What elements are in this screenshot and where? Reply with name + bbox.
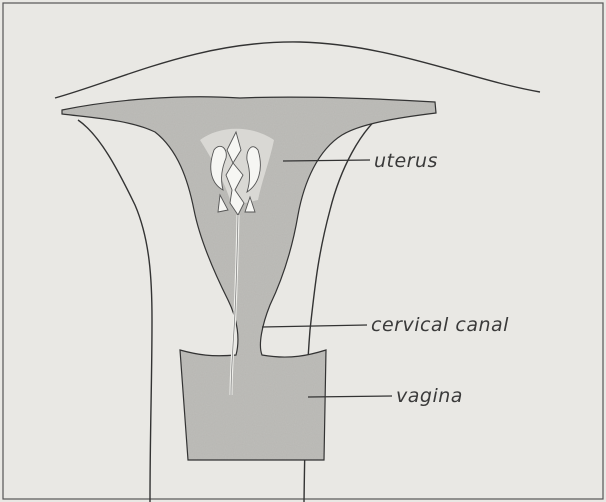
- fundus-outline: [55, 42, 540, 98]
- cervical-canal-label: cervical canal: [371, 314, 509, 336]
- uterus-label: uterus: [374, 150, 438, 172]
- cervical-canal-leader-line: [262, 325, 367, 327]
- left-outer-wall: [78, 120, 152, 502]
- vagina-label: vagina: [396, 385, 463, 407]
